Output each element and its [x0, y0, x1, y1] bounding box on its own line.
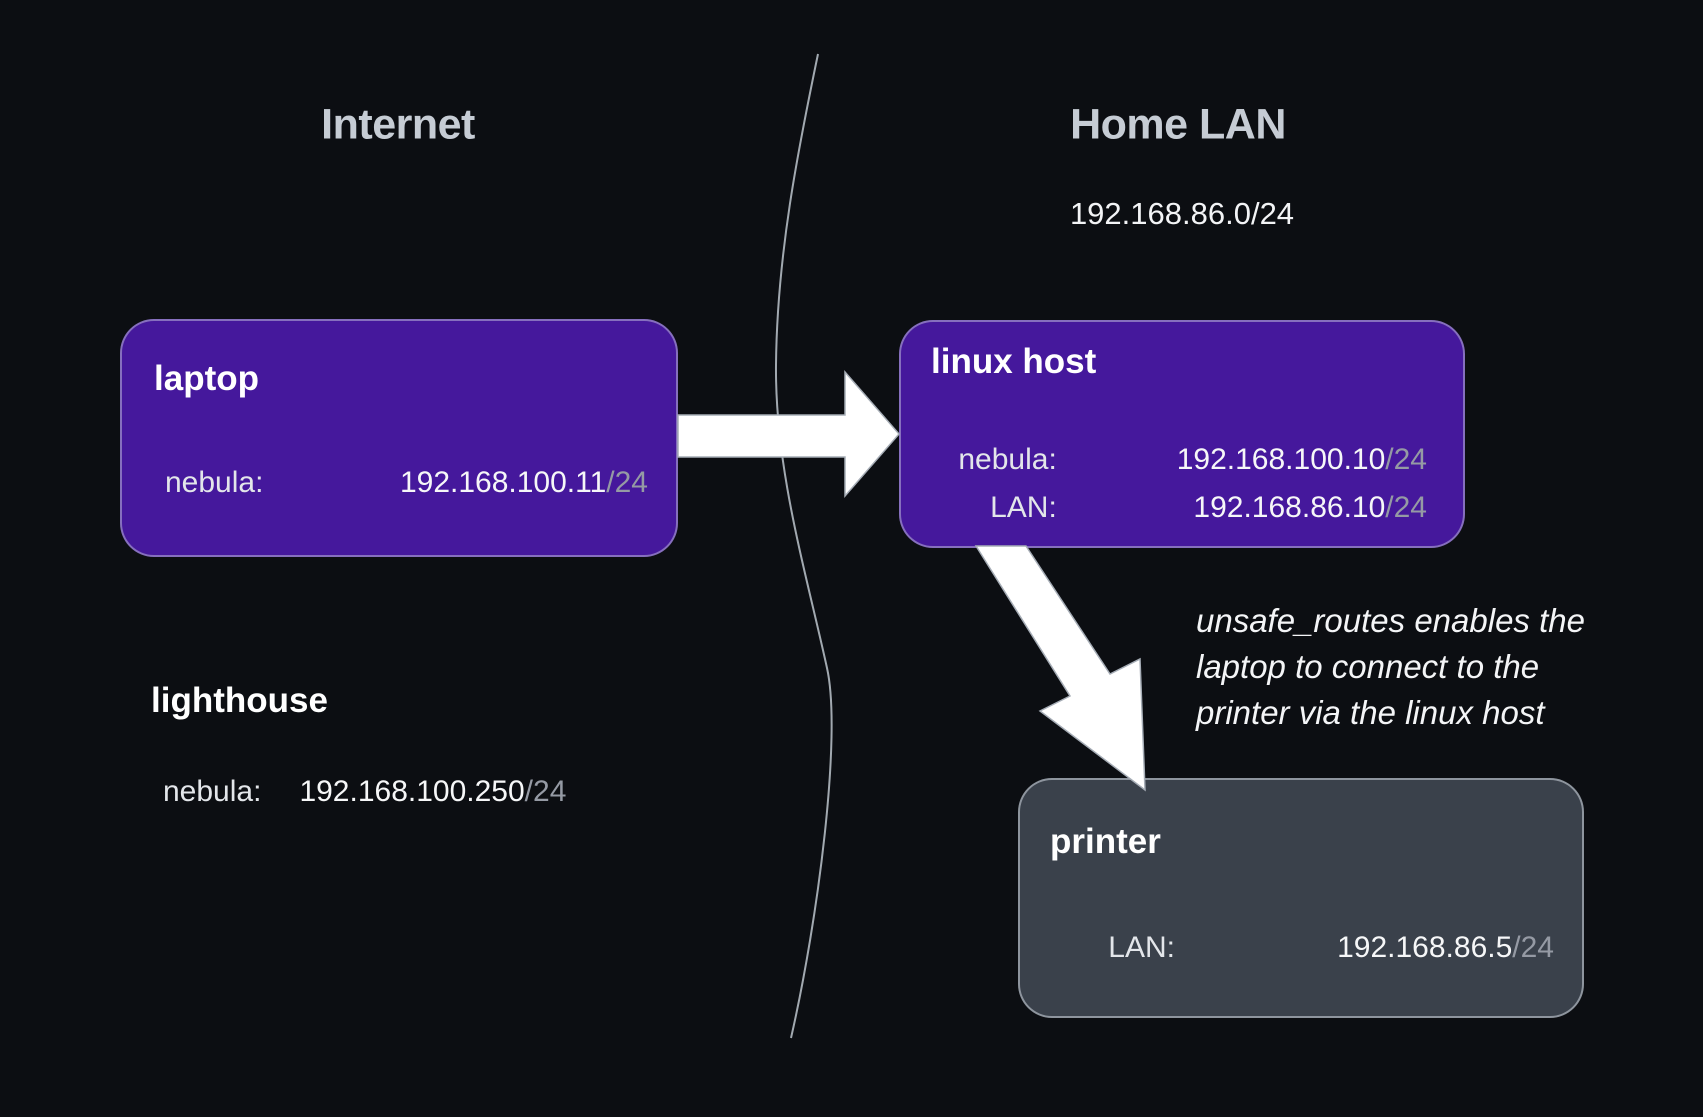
annotation-line-3: printer via the linux host: [1196, 694, 1545, 731]
cidr-suffix: /24: [606, 466, 648, 499]
unsafe-routes-annotation: unsafe_routes enables the laptop to conn…: [1196, 598, 1585, 736]
annotation-line-1: unsafe_routes enables the: [1196, 602, 1585, 639]
ip-value: 192.168.86.10: [1193, 491, 1386, 524]
annotation-line-2: laptop to connect to the: [1196, 648, 1540, 685]
home-lan-zone-heading: Home LAN: [1070, 100, 1286, 149]
printer-node: printer LAN: 192.168.86.5/24: [1018, 778, 1584, 1018]
linux-host-lan-label: LAN:: [990, 491, 1057, 524]
home-lan-subnet: 192.168.86.0/24: [1069, 196, 1295, 231]
lighthouse-nebula-row: nebula: 192.168.100.250/24: [163, 775, 566, 809]
laptop-nebula-row: nebula: 192.168.100.11/24: [122, 459, 648, 507]
ip-value: 192.168.100.11: [399, 466, 607, 499]
printer-lan-label: LAN:: [1108, 931, 1175, 964]
ip-value: 192.168.100.10: [1176, 443, 1386, 476]
cidr-suffix: /24: [524, 775, 567, 808]
linux-host-nebula-row: nebula: 192.168.100.10/24: [901, 436, 1427, 484]
printer-lan-row: LAN: 192.168.86.5/24: [1020, 924, 1554, 972]
cidr-suffix: /24: [1385, 443, 1427, 476]
divider-path: [774, 53, 833, 1039]
cidr-suffix: /24: [1512, 931, 1554, 964]
lighthouse-title: lighthouse: [151, 681, 328, 720]
linux-host-title: linux host: [931, 342, 1097, 381]
linux-host-node: linux host nebula: 192.168.100.10/24 LAN…: [899, 320, 1465, 548]
linux-host-nebula-label: nebula:: [958, 443, 1057, 476]
laptop-nebula-label: nebula:: [165, 466, 264, 499]
laptop-node: laptop nebula: 192.168.100.11/24: [120, 319, 678, 557]
ip-value: 192.168.100.250: [299, 775, 525, 808]
linux-host-lan-ip: 192.168.86.10/24: [1057, 484, 1427, 532]
linux-host-lan-row: LAN: 192.168.86.10/24: [901, 484, 1427, 532]
printer-title: printer: [1050, 822, 1161, 861]
cidr-suffix: /24: [1385, 491, 1427, 524]
printer-lan-ip: 192.168.86.5/24: [1175, 924, 1554, 972]
internet-zone-heading: Internet: [321, 100, 475, 149]
laptop-nebula-ip: 192.168.100.11/24: [400, 459, 648, 507]
ip-value: 192.168.86.5: [1337, 931, 1513, 964]
linux-host-nebula-ip: 192.168.100.10/24: [1057, 436, 1427, 484]
lighthouse-nebula-label: nebula:: [163, 775, 262, 808]
laptop-title: laptop: [154, 359, 259, 398]
